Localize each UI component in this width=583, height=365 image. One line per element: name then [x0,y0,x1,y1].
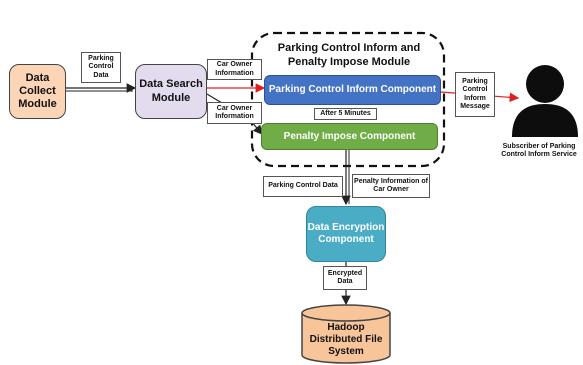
hadoop-distributed-file-system: Hadoop Distributed File System [309,322,383,357]
label-inform-message: Parking Control Inform Message [455,72,495,117]
label-car-owner-info-1: Car Owner Information [207,59,262,80]
label-car-owner-info-2: Car Owner Information [207,102,262,124]
subscriber-label: Subscriber of Parking Control Inform Ser… [501,142,577,158]
label-parking-control-data-1: Parking Control Data [81,52,121,83]
penalty-impose-component: Penalty Impose Component [261,123,438,150]
data-search-module: Data Search Module [135,64,207,119]
module-boundary [250,31,446,168]
module-title: Parking Control Inform and Penalty Impos… [277,42,421,68]
label-after-5-minutes: After 5 Minutes [314,108,377,120]
person-icon [512,65,578,137]
label-penalty-information: Penalty Information of Car Owner [352,174,430,198]
parking-control-inform-component: Parking Control Inform Component [264,75,441,105]
label-encrypted-data: Encrypted Data [323,266,367,290]
data-collect-module: Data Collect Module [9,64,66,119]
label-parking-control-data-2: Parking Control Data [263,176,343,197]
data-encryption-component: Data Encryption Component [306,206,386,262]
hdfs-cylinder [301,304,391,364]
